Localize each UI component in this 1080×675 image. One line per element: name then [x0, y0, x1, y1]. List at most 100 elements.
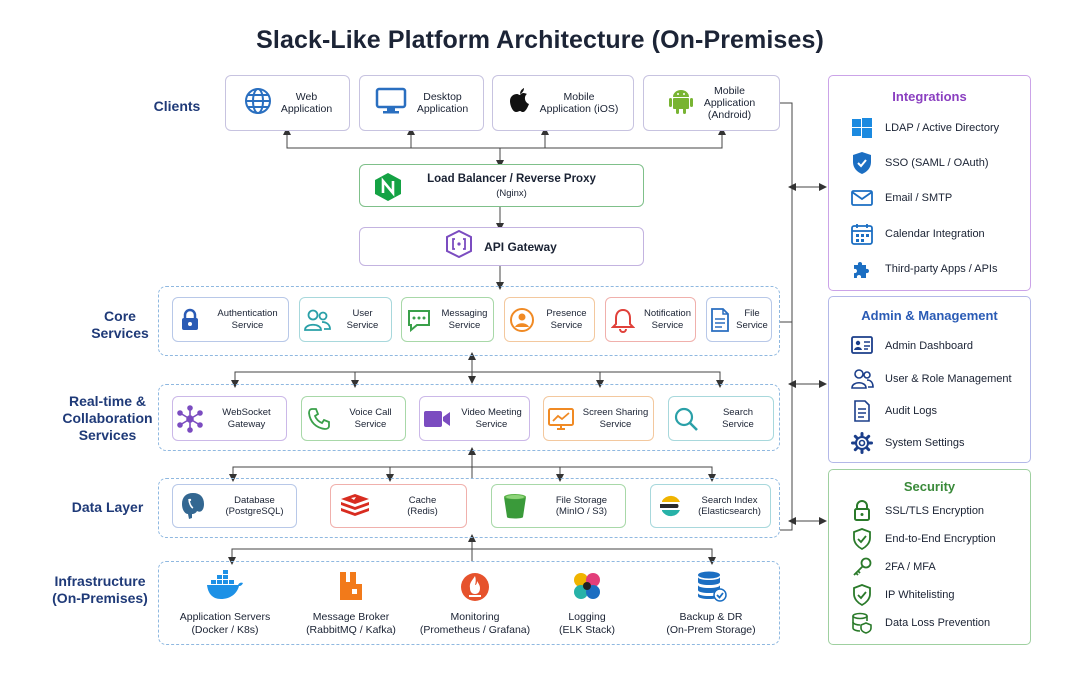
service-label: Search Index (Elasticsearch)	[698, 494, 761, 518]
dashboard-icon	[849, 334, 875, 358]
chat-icon	[402, 308, 436, 332]
item-label: Admin Dashboard	[885, 340, 974, 352]
elk-icon	[571, 573, 603, 606]
service-label: Video Meeting Service	[461, 407, 522, 430]
item-label: Data Loss Prevention	[885, 617, 991, 629]
row-label-infrastructure: Infrastructure (On-Premises)	[52, 573, 148, 606]
realtime-voice-call[interactable]: Voice Call Service	[301, 396, 406, 441]
core-service-file[interactable]: File Service	[706, 297, 772, 342]
realtime-websocket-gateway[interactable]: WebSocket Gateway	[172, 396, 287, 441]
client-label: Mobile Application (iOS)	[539, 91, 619, 115]
realtime-screen-sharing[interactable]: Screen Sharing Service	[543, 396, 654, 441]
item-label: Third-party Apps / APIs	[885, 263, 998, 275]
screen-share-icon	[544, 406, 578, 432]
docker-icon	[205, 570, 245, 606]
admin-item-system-settings[interactable]: System Settings	[849, 431, 1022, 455]
item-label: Calendar Integration	[885, 228, 985, 240]
client-web-application[interactable]: Web Application	[225, 75, 350, 131]
security-item-ssl[interactable]: SSL/TLS Encryption	[849, 499, 1022, 523]
windows-icon	[849, 116, 875, 140]
core-service-messaging[interactable]: Messaging Service	[401, 297, 494, 342]
core-service-authentication[interactable]: Authentication Service	[172, 297, 289, 342]
shield-check-icon	[849, 583, 875, 607]
row-label-core: Core Services	[91, 308, 149, 341]
rabbitmq-icon	[336, 572, 366, 606]
item-label: System Settings	[885, 437, 965, 449]
integration-item-ldap[interactable]: LDAP / Active Directory	[849, 116, 1022, 140]
service-label: WebSocket Gateway	[222, 407, 271, 430]
data-cache-redis[interactable]: Cache (Redis)	[330, 484, 467, 528]
core-service-notification[interactable]: Notification Service	[605, 297, 696, 342]
puzzle-icon	[849, 257, 875, 281]
database-backup-icon	[695, 571, 727, 606]
service-label: Screen Sharing Service	[582, 407, 649, 430]
item-label: End-to-End Encryption	[885, 533, 996, 545]
integration-item-calendar[interactable]: Calendar Integration	[849, 222, 1022, 246]
integration-item-third-party[interactable]: Third-party Apps / APIs	[849, 257, 1022, 281]
admin-item-user-role[interactable]: User & Role Management	[849, 367, 1022, 391]
service-label: Messaging Service	[441, 308, 488, 331]
users-icon	[300, 308, 334, 332]
item-label: 2FA / MFA	[885, 561, 936, 573]
row-label-clients: Clients	[153, 98, 201, 114]
security-item-ip-whitelisting[interactable]: IP Whitelisting	[849, 583, 1022, 607]
admin-item-dashboard[interactable]: Admin Dashboard	[849, 334, 1022, 358]
bell-icon	[606, 307, 640, 333]
phone-icon	[302, 407, 336, 431]
service-label: File Service	[736, 308, 768, 331]
search-icon	[669, 406, 703, 432]
key-icon	[849, 555, 875, 579]
item-label: SSO (SAML / OAuth)	[885, 157, 989, 169]
redis-icon	[331, 492, 379, 520]
infra-message-broker[interactable]: Message Broker (RabbitMQ / Kafka)	[281, 570, 421, 637]
panel-title: Admin & Management	[861, 308, 998, 323]
infra-monitoring[interactable]: Monitoring (Prometheus / Grafana)	[405, 570, 545, 637]
video-icon	[420, 409, 454, 429]
client-desktop-application[interactable]: Desktop Application	[359, 75, 484, 131]
admin-item-audit-logs[interactable]: Audit Logs	[849, 399, 1022, 423]
infra-backup-dr[interactable]: Backup & DR (On-Prem Storage)	[641, 570, 781, 637]
elasticsearch-icon	[651, 493, 689, 519]
infra-application-servers[interactable]: Application Servers (Docker / K8s)	[155, 570, 295, 637]
core-service-presence[interactable]: Presence Service	[504, 297, 595, 342]
service-label: Database (PostgreSQL)	[225, 494, 284, 518]
api-gateway-label: API Gateway	[484, 239, 557, 254]
integration-item-sso[interactable]: SSO (SAML / OAuth)	[849, 151, 1022, 175]
security-item-e2e[interactable]: End-to-End Encryption	[849, 527, 1022, 551]
service-label: Voice Call Service	[349, 407, 392, 430]
data-layer-group	[158, 478, 780, 538]
client-label: Mobile Application (Android)	[703, 85, 756, 121]
api-gateway-box[interactable]: API Gateway	[359, 227, 644, 266]
item-label: IP Whitelisting	[885, 589, 955, 601]
infra-logging[interactable]: Logging (ELK Stack)	[517, 570, 657, 637]
integration-item-email[interactable]: Email / SMTP	[849, 186, 1022, 210]
postgres-icon	[173, 491, 213, 521]
database-shield-icon	[849, 611, 875, 635]
item-label: SSL/TLS Encryption	[885, 505, 985, 517]
service-label: Cache (Redis)	[407, 494, 438, 518]
row-label-data: Data Layer	[71, 499, 144, 515]
client-mobile-ios[interactable]: Mobile Application (iOS)	[492, 75, 634, 131]
security-item-2fa[interactable]: 2FA / MFA	[849, 555, 1022, 579]
core-service-user[interactable]: User Service	[299, 297, 392, 342]
client-mobile-android[interactable]: Mobile Application (Android)	[643, 75, 780, 131]
websocket-icon	[173, 404, 207, 433]
infra-label: Backup & DR (On-Prem Storage)	[666, 611, 756, 636]
data-file-storage[interactable]: File Storage (MinIO / S3)	[491, 484, 626, 528]
load-balancer-box[interactable]: Load Balancer / Reverse Proxy (Nginx)	[359, 164, 644, 207]
data-database-postgresql[interactable]: Database (PostgreSQL)	[172, 484, 297, 528]
item-label: Audit Logs	[885, 405, 937, 417]
row-label-realtime: Real-time & Collaboration Services	[62, 393, 153, 443]
core-services-group	[158, 286, 780, 356]
load-balancer-sublabel: (Nginx)	[496, 187, 527, 199]
gear-icon	[849, 431, 875, 455]
realtime-video-meeting[interactable]: Video Meeting Service	[419, 396, 530, 441]
infra-label: Logging (ELK Stack)	[558, 611, 616, 636]
security-item-dlp[interactable]: Data Loss Prevention	[849, 611, 1022, 635]
service-label: Notification Service	[644, 308, 691, 331]
prometheus-icon	[459, 573, 491, 606]
item-label: LDAP / Active Directory	[885, 122, 1000, 134]
data-search-index[interactable]: Search Index (Elasticsearch)	[650, 484, 771, 528]
realtime-search[interactable]: Search Service	[668, 396, 774, 441]
